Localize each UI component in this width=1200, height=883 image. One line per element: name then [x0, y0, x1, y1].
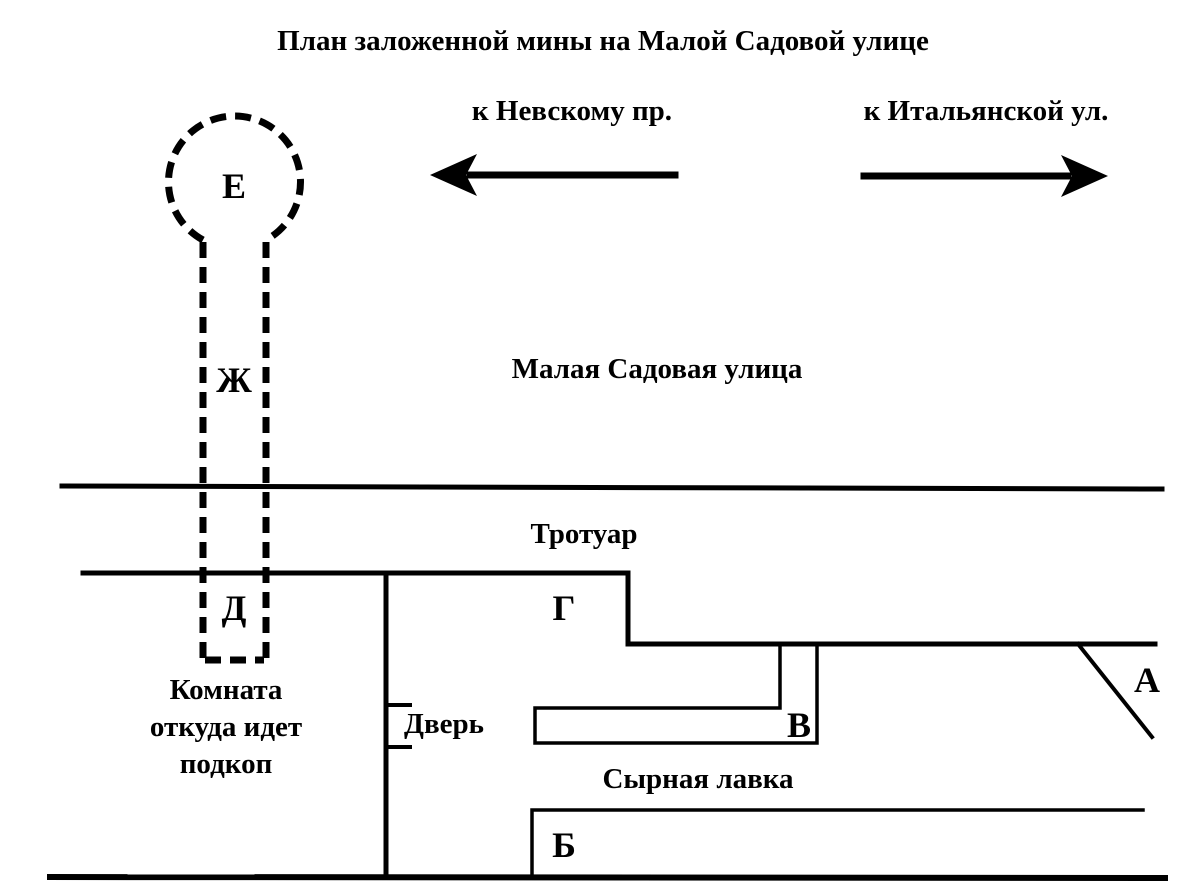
arrow-left-icon	[430, 154, 679, 196]
point-e-label: Е	[222, 166, 246, 206]
counter-v	[533, 642, 819, 745]
tunnel-path	[165, 112, 304, 664]
point-v-label: В	[787, 705, 811, 745]
entrance-door-a	[1075, 641, 1155, 740]
street-edge-line	[59, 483, 1165, 492]
room-label-line2: откуда идет	[150, 711, 302, 743]
counter-b	[530, 808, 1145, 878]
diagram-title: План заложенной мины на Малой Садовой ул…	[277, 25, 929, 57]
direction-italyanskaya-label: к Итальянской ул.	[864, 95, 1109, 127]
point-b-label: Б	[552, 825, 576, 865]
point-d-label: Д	[222, 588, 247, 628]
building-front-wall	[80, 570, 1158, 647]
point-zh-label: Ж	[216, 360, 252, 400]
arrow-right-icon	[860, 155, 1108, 197]
room-label-line1: Комната	[170, 674, 283, 706]
street-label: Малая Садовая улица	[512, 353, 803, 385]
point-g-label: Г	[553, 588, 576, 628]
direction-nevsky-label: к Невскому пр.	[472, 95, 672, 127]
room-label-line3: подкоп	[180, 748, 273, 780]
door-marker	[384, 703, 412, 749]
point-a-label: А	[1134, 660, 1160, 700]
door-label: Дверь	[404, 708, 484, 740]
sidewalk-label: Тротуар	[530, 518, 637, 550]
building-back-wall	[46, 873, 1169, 882]
shop-label: Сырная лавка	[602, 763, 794, 795]
